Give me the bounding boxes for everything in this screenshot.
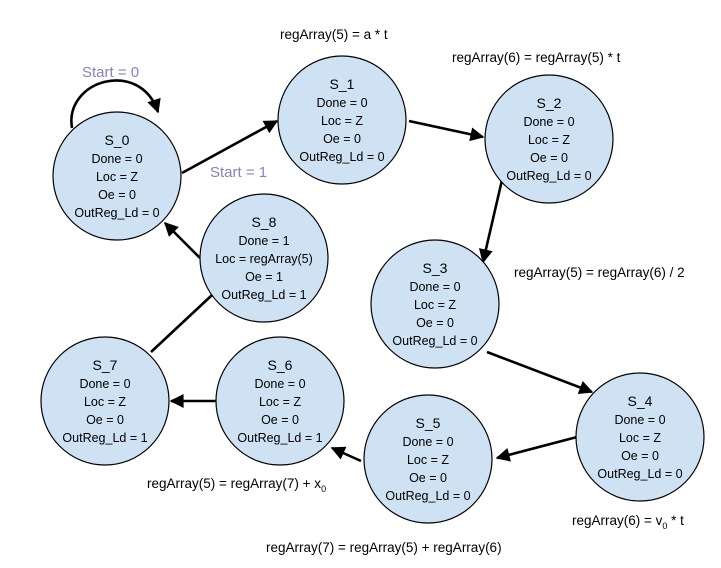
state-loc: Loc = regArray(5) (215, 252, 313, 266)
edge-s5-to-s6 (330, 446, 362, 463)
state-oe: Oe = 0 (323, 132, 361, 146)
annotation-regarray7-sum: regArray(7) = regArray(5) + regArray(6) (266, 540, 502, 555)
state-name: S_7 (93, 357, 118, 373)
state-s3: S_3 Done = 0 Loc = Z Oe = 0 OutReg_Ld = … (370, 239, 500, 369)
state-circle (277, 55, 407, 185)
state-outreg: OutReg_Ld = 0 (74, 206, 159, 220)
edge-s1-to-s2 (408, 119, 485, 142)
state-done: Done = 1 (238, 234, 289, 248)
state-done: Done = 0 (79, 377, 130, 391)
state-name: S_6 (268, 357, 293, 373)
state-s8: S_8 Done = 1 Loc = regArray(5) Oe = 1 Ou… (199, 193, 329, 323)
state-loc: Loc = Z (407, 453, 449, 467)
state-name: S_3 (423, 260, 448, 276)
state-outreg: OutReg_Ld = 1 (221, 288, 306, 302)
state-oe: Oe = 0 (409, 471, 447, 485)
state-s4: S_4 Done = 0 Loc = Z Oe = 0 OutReg_Ld = … (575, 372, 705, 502)
state-circle (215, 336, 345, 466)
state-s0: S_0 Done = 0 Loc = Z Oe = 0 OutReg_Ld = … (52, 111, 182, 241)
state-outreg: OutReg_Ld = 1 (237, 431, 322, 445)
state-s5: S_5 Done = 0 Loc = Z Oe = 0 OutReg_Ld = … (363, 394, 493, 524)
state-name: S_1 (330, 76, 355, 92)
annotation-regarray5-regarray7-plus-x0: regArray(5) = regArray(7) + x0 (147, 476, 326, 494)
state-outreg: OutReg_Ld = 0 (392, 334, 477, 348)
state-outreg: OutReg_Ld = 0 (385, 489, 470, 503)
state-s6: S_6 Done = 0 Loc = Z Oe = 0 OutReg_Ld = … (215, 336, 345, 466)
state-circle (52, 111, 182, 241)
state-outreg: OutReg_Ld = 0 (597, 467, 682, 481)
annotation-regarray6-regarray5-times-t: regArray(6) = regArray(5) * t (452, 50, 621, 65)
annotation-regarray5-regarray6-div-2: regArray(5) = regArray(6) / 2 (514, 265, 685, 280)
edge-s2-to-s3 (479, 179, 504, 264)
transition-label-start-0: Start = 0 (82, 64, 139, 81)
state-outreg: OutReg_Ld = 0 (506, 169, 591, 183)
state-done: Done = 0 (316, 96, 367, 110)
state-loc: Loc = Z (84, 395, 126, 409)
state-done: Done = 0 (409, 280, 460, 294)
edge-s0-self-loop (70, 79, 161, 129)
state-loc: Loc = Z (619, 431, 661, 445)
state-name: S_5 (416, 415, 441, 431)
state-done: Done = 0 (254, 377, 305, 391)
state-oe: Oe = 0 (98, 188, 136, 202)
state-circle (40, 336, 170, 466)
state-loc: Loc = Z (414, 298, 456, 312)
state-outreg: OutReg_Ld = 1 (62, 431, 147, 445)
state-loc: Loc = Z (321, 114, 363, 128)
state-loc: Loc = Z (96, 170, 138, 184)
state-circle (370, 239, 500, 369)
state-circle (484, 74, 614, 204)
state-s2: S_2 Done = 0 Loc = Z Oe = 0 OutReg_Ld = … (484, 74, 614, 204)
state-s1: S_1 Done = 0 Loc = Z Oe = 0 OutReg_Ld = … (277, 55, 407, 185)
state-name: S_2 (537, 95, 562, 111)
state-oe: Oe = 0 (416, 316, 454, 330)
annotation-regarray6-v0-times-t: regArray(6) = v0 * t (572, 513, 684, 531)
state-oe: Oe = 0 (261, 413, 299, 427)
state-name: S_8 (252, 214, 277, 230)
edge-s8-to-s0 (164, 222, 201, 259)
state-outreg: OutReg_Ld = 0 (299, 150, 384, 164)
transition-label-start-1: Start = 1 (210, 164, 267, 181)
state-done: Done = 0 (614, 413, 665, 427)
edge-s0-to-s1 (181, 119, 279, 175)
state-done: Done = 0 (402, 435, 453, 449)
state-circle (199, 193, 329, 323)
state-circle (363, 394, 493, 524)
state-oe: Oe = 1 (245, 270, 283, 284)
edge-s3-to-s4 (486, 350, 594, 395)
state-done: Done = 0 (523, 115, 574, 129)
state-s7: S_7 Done = 0 Loc = Z Oe = 0 OutReg_Ld = … (40, 336, 170, 466)
state-name: S_0 (105, 132, 130, 148)
state-name: S_4 (628, 393, 653, 409)
annotation-regarray5-a-times-t: regArray(5) = a * t (280, 27, 388, 42)
state-oe: Oe = 0 (86, 413, 124, 427)
state-oe: Oe = 0 (621, 449, 659, 463)
state-oe: Oe = 0 (530, 151, 568, 165)
state-circle (575, 372, 705, 502)
state-loc: Loc = Z (259, 395, 301, 409)
edge-s4-to-s5 (495, 435, 578, 462)
state-done: Done = 0 (91, 152, 142, 166)
state-loc: Loc = Z (528, 133, 570, 147)
